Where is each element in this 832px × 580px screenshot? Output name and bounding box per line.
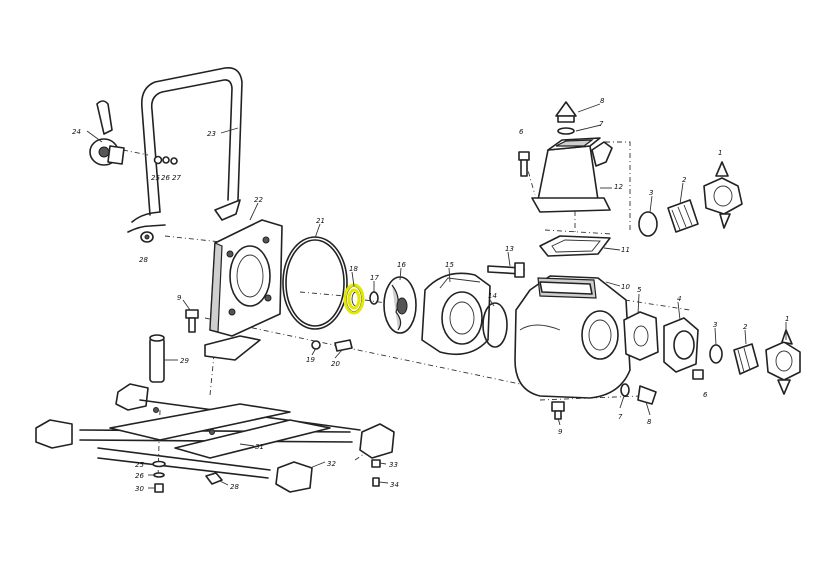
mechanical-seal-highlighted	[343, 283, 365, 315]
nut-28-upper	[140, 231, 154, 243]
vibration-mount-29	[149, 334, 165, 383]
label-19: 19	[306, 356, 315, 364]
leader-lines	[86, 103, 787, 489]
label-2-lower: 2	[743, 323, 748, 331]
label-28: 28	[139, 256, 148, 264]
label-1-top: 1	[718, 149, 722, 157]
label-3-top: 3	[649, 189, 653, 197]
inlet-elbow	[531, 137, 613, 213]
label-25-lower: 25	[135, 461, 144, 469]
impeller	[383, 276, 417, 334]
label-22: 22	[254, 196, 263, 204]
carry-handle-frame	[127, 66, 243, 233]
label-26: 26	[161, 174, 170, 182]
label-9-lower: 9	[558, 428, 563, 436]
base-frame	[35, 383, 395, 493]
label-6-top: 6	[519, 128, 524, 136]
label-24: 24	[72, 128, 81, 136]
label-10: 10	[621, 283, 630, 291]
label-30: 30	[135, 485, 144, 493]
bolt-6-top	[518, 151, 530, 177]
label-18: 18	[349, 265, 358, 273]
label-1-lower: 1	[785, 315, 789, 323]
label-16: 16	[397, 261, 406, 269]
label-4: 4	[677, 295, 681, 303]
bolt-13	[487, 262, 525, 278]
label-7-top: 7	[599, 120, 604, 128]
label-6-lower: 6	[703, 391, 708, 399]
wear-ring-14	[482, 302, 508, 348]
label-25: 25	[151, 174, 160, 182]
label-20: 20	[331, 360, 340, 368]
label-34: 34	[390, 481, 399, 489]
base-fasteners	[152, 459, 381, 493]
upper-outlet-fittings	[638, 161, 743, 237]
label-14: 14	[488, 292, 497, 300]
label-3-lower: 3	[713, 321, 717, 329]
label-8-top: 8	[600, 97, 605, 105]
label-33: 33	[389, 461, 398, 469]
label-27: 27	[172, 174, 181, 182]
label-29: 29	[180, 357, 189, 365]
label-8-lower: 8	[647, 418, 652, 426]
label-12: 12	[614, 183, 623, 191]
pump-body	[514, 275, 631, 399]
large-o-ring	[282, 236, 348, 330]
shaft-parts-19-20	[311, 339, 353, 352]
bolt-9-left	[185, 309, 199, 333]
bolt-9-lower	[551, 401, 565, 420]
label-21: 21	[316, 217, 325, 225]
label-32: 32	[327, 460, 336, 468]
volute-casing	[421, 272, 491, 356]
label-23: 23	[207, 130, 216, 138]
label-13: 13	[505, 245, 514, 253]
drain-parts-lower	[620, 369, 704, 405]
mounting-bracket	[204, 219, 283, 361]
small-o-ring-17	[369, 291, 379, 305]
square-gasket	[539, 235, 611, 257]
label-28-lower: 28	[230, 483, 239, 491]
label-15: 15	[445, 261, 454, 269]
label-11: 11	[621, 246, 630, 254]
part-number-labels: 24 23 25 26 27 22 21 28 9 29 18 17 16 15…	[72, 97, 789, 493]
label-9: 9	[177, 294, 182, 302]
lower-outlet-fittings	[623, 311, 801, 395]
throttle-lever	[89, 100, 178, 166]
label-7-lower: 7	[618, 413, 623, 421]
label-17: 17	[370, 274, 379, 282]
label-26-lower: 26	[135, 472, 144, 480]
fill-plug-top	[555, 101, 577, 135]
label-2-top: 2	[682, 176, 687, 184]
label-5: 5	[637, 286, 642, 294]
label-31: 31	[255, 443, 264, 451]
